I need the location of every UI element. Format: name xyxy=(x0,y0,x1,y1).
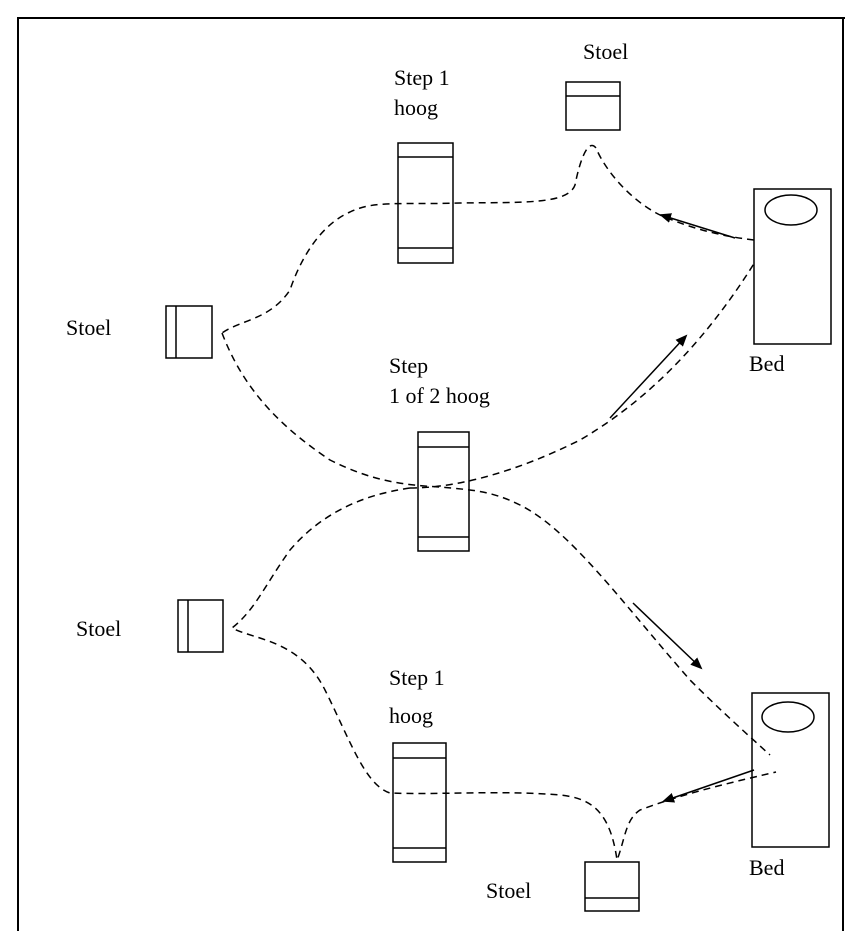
pillow-upper xyxy=(764,194,818,226)
label-stoel-bottom: Stoel xyxy=(486,878,532,903)
stoel-left-lower-shape xyxy=(177,599,224,653)
step-bottom-shape xyxy=(392,742,447,863)
label-step-mid-line2: 1 of 2 hoog xyxy=(389,383,490,408)
path-left-lower-loop xyxy=(230,487,777,863)
bed-upper-shape xyxy=(753,188,832,345)
stoel-bottom-shape xyxy=(584,861,640,912)
diagram-frame xyxy=(17,17,845,931)
label-step-bottom-line1: Step 1 xyxy=(389,665,445,690)
arrow-bed-lower-to-stoel-bottom xyxy=(662,769,755,803)
step-middle-shape xyxy=(417,431,470,552)
label-bed-upper: Bed xyxy=(749,351,785,376)
label-stoel-top: Stoel xyxy=(583,39,629,64)
stoel-top-shape xyxy=(565,81,621,131)
stoel-left-upper-shape xyxy=(165,305,213,359)
label-step-mid-line1: Step xyxy=(389,353,429,378)
label-step-top-line1: Step 1 xyxy=(394,65,450,90)
diagram-frame-right-edge xyxy=(842,17,844,931)
path-top-loop xyxy=(221,144,755,334)
bed-lower-shape xyxy=(751,692,830,848)
label-bed-lower: Bed xyxy=(749,855,785,880)
label-step-top-line2: hoog xyxy=(394,95,438,120)
arrow-bed-upper-to-stoel-top xyxy=(659,213,736,239)
path-left-upper-to-mid xyxy=(221,332,771,756)
path-mid-to-bed-upper xyxy=(409,261,756,489)
pillow-lower xyxy=(761,701,815,733)
label-stoel-left-lower: Stoel xyxy=(76,616,122,641)
arrow-step-mid-to-bed-upper xyxy=(609,334,688,419)
label-stoel-left-upper: Stoel xyxy=(66,315,112,340)
arrow-step-mid-to-bed-lower xyxy=(632,602,703,670)
label-step-bottom-line2: hoog xyxy=(389,703,433,728)
